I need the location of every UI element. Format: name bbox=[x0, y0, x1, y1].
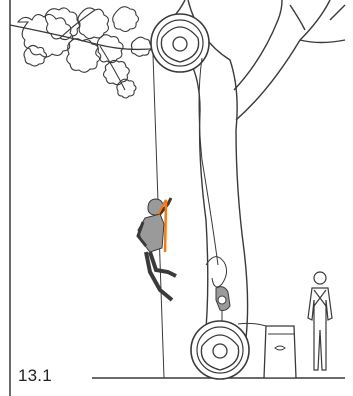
pulley-icon bbox=[191, 321, 249, 379]
pulley-icon bbox=[151, 14, 209, 72]
branch bbox=[60, 10, 95, 38]
rope-right bbox=[199, 58, 218, 265]
person-icon bbox=[308, 272, 332, 370]
rope-to-bag bbox=[238, 323, 266, 326]
figure-number: 13.1 bbox=[18, 366, 52, 386]
rope-bag-icon bbox=[264, 326, 296, 378]
rope-device-icon bbox=[216, 287, 230, 326]
tree-foliage bbox=[18, 7, 152, 98]
rope-slack bbox=[206, 257, 227, 287]
climber-icon bbox=[138, 198, 176, 300]
